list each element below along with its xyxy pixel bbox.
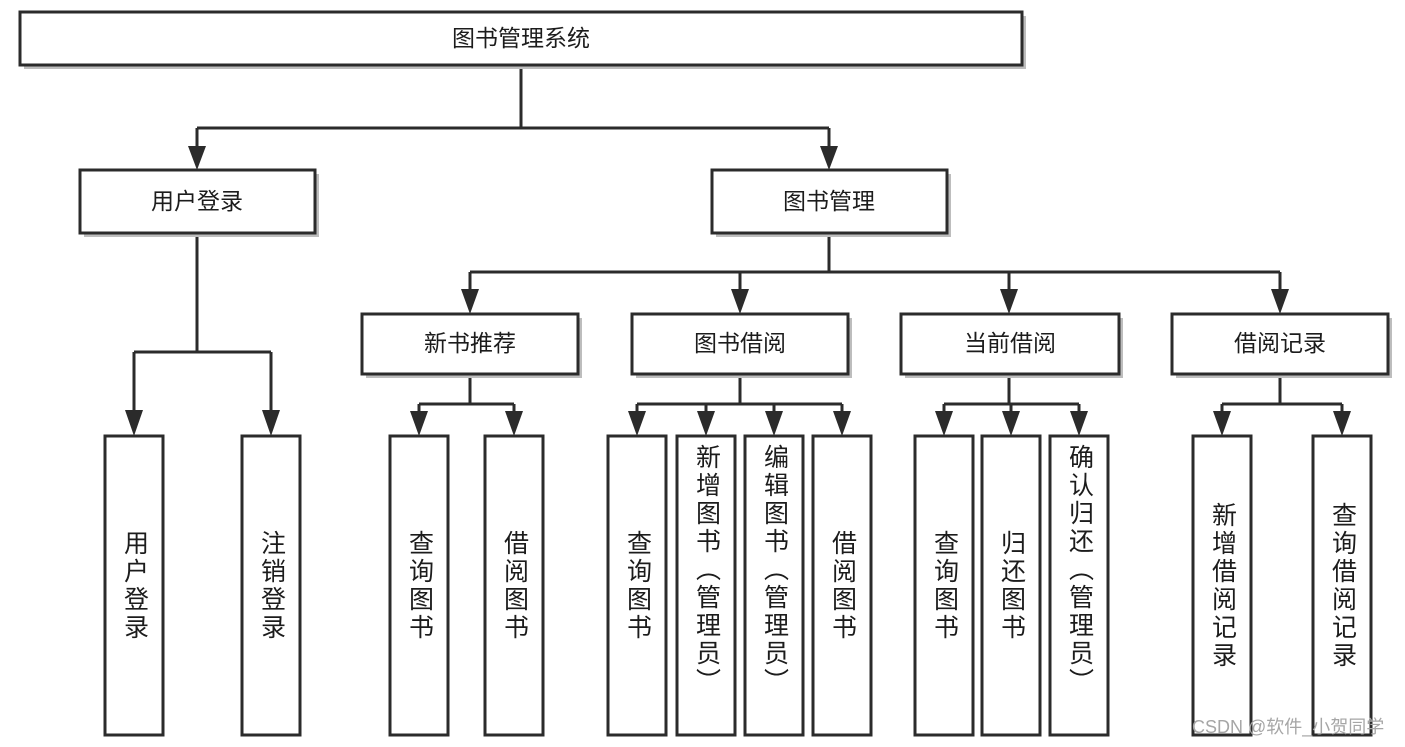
arrowhead-leaf-query-book-3 xyxy=(935,411,953,436)
node-root-label: 图书管理系统 xyxy=(452,25,590,51)
leaf-box-borrow-book-1[interactable] xyxy=(483,434,545,737)
leaf-box-add-book[interactable] xyxy=(675,434,737,737)
node-user-login[interactable]: 用户登录 xyxy=(78,168,319,237)
leaf-box-edit-book[interactable] xyxy=(743,434,805,737)
arrowhead-book-borrow xyxy=(731,289,749,314)
node-new-book-recommend[interactable]: 新书推荐 xyxy=(360,312,582,378)
arrowhead-leaf-edit-book xyxy=(765,411,783,436)
arrowhead-leaf-query-book-1 xyxy=(410,411,428,436)
connector-layer xyxy=(125,65,1351,436)
leaf-box-query-book-3[interactable] xyxy=(913,434,975,737)
arrowhead-leaf-borrow-book-2 xyxy=(833,411,851,436)
leaf-box-layer xyxy=(103,434,1373,737)
arrowhead-leaf-add-book xyxy=(697,411,715,436)
node-book-borrow-label: 图书借阅 xyxy=(694,330,786,356)
node-book-management-box xyxy=(710,168,949,235)
arrowhead-leaf-add-record xyxy=(1213,411,1231,436)
node-root[interactable]: 图书管理系统 xyxy=(18,10,1026,69)
leaf-box-confirm-return[interactable] xyxy=(1048,434,1110,737)
node-new-book-recommend-box xyxy=(360,312,580,376)
node-current-borrow-box xyxy=(899,312,1121,376)
leaf-box-logout[interactable] xyxy=(240,434,302,737)
arrowhead-user-login xyxy=(188,146,206,170)
node-current-borrow[interactable]: 当前借阅 xyxy=(899,312,1123,378)
arrowhead-borrow-record xyxy=(1271,289,1289,314)
arrowhead-leaf-confirm-return xyxy=(1070,411,1088,436)
node-book-borrow[interactable]: 图书借阅 xyxy=(630,312,852,378)
arrowhead-leaf-user-login xyxy=(125,410,143,436)
node-borrow-record-label: 借阅记录 xyxy=(1234,330,1326,356)
arrowhead-new-book-recommend xyxy=(461,289,479,314)
leaf-box-add-record[interactable] xyxy=(1191,434,1253,737)
node-book-management[interactable]: 图书管理 xyxy=(710,168,951,237)
leaf-box-query-book-2[interactable] xyxy=(606,434,668,737)
node-user-login-box xyxy=(78,168,317,235)
leaf-box-user-login[interactable] xyxy=(103,434,165,737)
node-book-borrow-box xyxy=(630,312,850,376)
node-new-book-recommend-label: 新书推荐 xyxy=(424,330,516,356)
leaf-box-return-book[interactable] xyxy=(980,434,1042,737)
arrowhead-leaf-return-book xyxy=(1002,411,1020,436)
arrowhead-leaf-logout xyxy=(262,410,280,436)
node-borrow-record[interactable]: 借阅记录 xyxy=(1170,312,1392,378)
arrowhead-book-management xyxy=(820,146,838,170)
leaf-box-query-book-1[interactable] xyxy=(388,434,450,737)
node-root-box xyxy=(18,10,1024,67)
arrowhead-leaf-query-book-2 xyxy=(628,411,646,436)
node-borrow-record-box xyxy=(1170,312,1390,376)
arrowhead-leaf-query-record xyxy=(1333,411,1351,436)
arrowhead-leaf-borrow-book-1 xyxy=(505,411,523,436)
leaf-box-borrow-book-2[interactable] xyxy=(811,434,873,737)
node-user-login-label: 用户登录 xyxy=(151,188,243,214)
node-current-borrow-label: 当前借阅 xyxy=(964,330,1056,356)
arrowhead-current-borrow xyxy=(1000,289,1018,314)
node-book-management-label: 图书管理 xyxy=(783,188,875,214)
leaf-box-query-record[interactable] xyxy=(1311,434,1373,737)
